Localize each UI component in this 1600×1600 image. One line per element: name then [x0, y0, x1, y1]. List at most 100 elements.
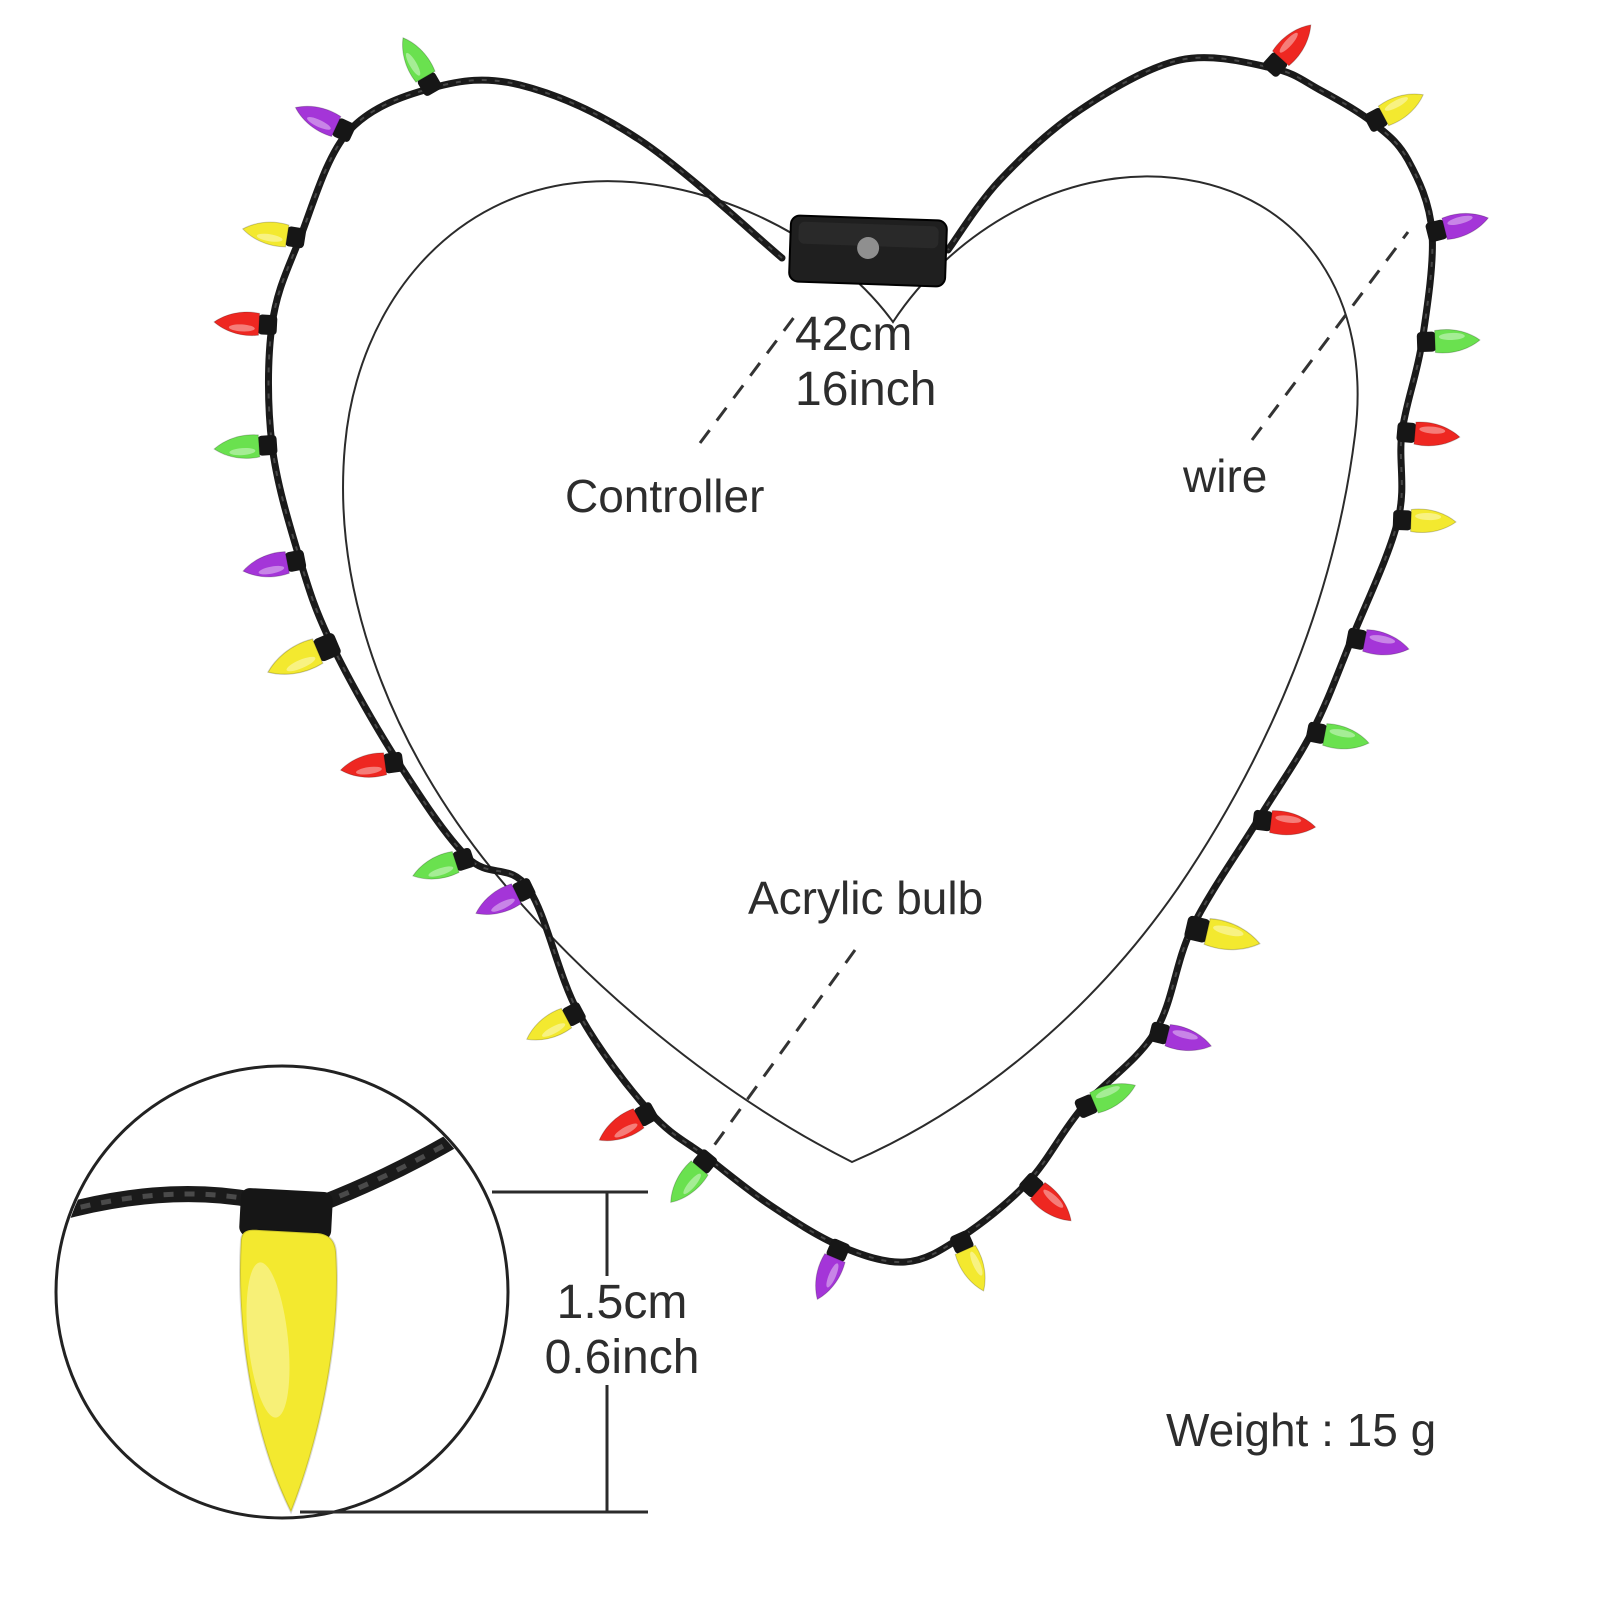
- bulb-socket: [417, 72, 442, 96]
- bulb-highlight: [258, 565, 285, 575]
- bulb-body: [1089, 1083, 1137, 1114]
- bulb-highlight: [1384, 97, 1408, 111]
- bulb-body: [1203, 918, 1261, 951]
- controller-sheen: [798, 221, 939, 249]
- bulb-socket: [1364, 108, 1388, 132]
- bulb-body: [1377, 93, 1424, 127]
- bulb-body: [475, 883, 522, 915]
- led-bulb-yellow: [1184, 915, 1261, 951]
- bulb-socket: [452, 847, 475, 871]
- bulb-highlight: [1329, 729, 1356, 738]
- led-bulb-green: [670, 1149, 718, 1204]
- bulb-body: [526, 1007, 573, 1041]
- bulb-body: [412, 850, 460, 880]
- bulb-body: [598, 1108, 645, 1142]
- bulb-highlight: [286, 656, 316, 672]
- bulb-socket: [285, 549, 307, 572]
- bulb-socket: [285, 226, 306, 249]
- length-cm: 42cm: [795, 308, 913, 361]
- bulb-highlight: [1279, 32, 1298, 53]
- bulb-body: [815, 1253, 846, 1301]
- led-bulb-green: [412, 847, 475, 880]
- bulb-highlight: [1043, 1189, 1064, 1208]
- bulb-highlight: [356, 766, 382, 775]
- bulb-body: [1410, 508, 1457, 533]
- bulb-body: [1413, 421, 1461, 447]
- led-bulb-yellow: [1364, 93, 1424, 132]
- controller-box: [788, 214, 948, 288]
- bulb-highlight: [826, 1263, 839, 1288]
- led-bulb-purple: [242, 549, 307, 578]
- bulb-body: [339, 752, 388, 778]
- bulb-highlight: [229, 447, 256, 456]
- bulb-socket: [1396, 421, 1417, 443]
- led-bulb-red: [1262, 24, 1312, 77]
- led-bulb-green: [213, 434, 278, 459]
- acrylic-bulb-leader-line: [698, 949, 857, 1166]
- bulb-highlight: [1213, 925, 1244, 937]
- bulb-socket: [1392, 509, 1413, 531]
- controller-button: [857, 237, 880, 260]
- bulb-socket: [1252, 809, 1273, 832]
- led-bulb-red: [598, 1102, 658, 1142]
- bulb-body: [402, 37, 436, 83]
- led-bulb-green: [1305, 721, 1370, 750]
- led-bulb-red: [213, 311, 278, 337]
- bulb-highlight: [491, 898, 515, 912]
- bulb-socket: [1345, 627, 1367, 650]
- bulb-body: [213, 311, 261, 337]
- led-bulb-yellow: [267, 633, 341, 675]
- led-bulb-purple: [475, 878, 536, 915]
- bulb-body: [242, 551, 290, 578]
- led-bulb-purple: [294, 105, 356, 142]
- led-bulb-green: [402, 37, 442, 96]
- bulb-body: [1362, 629, 1410, 656]
- bulb-highlight: [405, 52, 421, 76]
- bulb-body: [1029, 1181, 1072, 1222]
- led-bulb-yellow: [241, 221, 306, 249]
- inner-heart-outline: [342, 175, 1359, 1164]
- bulb-highlight: [1447, 215, 1473, 226]
- weight-label: Weight : 15 g: [1166, 1404, 1437, 1456]
- bulb-highlight: [1419, 426, 1446, 434]
- controller-label: Controller: [565, 470, 765, 522]
- bulb-highlight: [970, 1251, 983, 1276]
- acrylic-bulb-label: Acrylic bulb: [748, 872, 984, 924]
- wire-label: wire: [1183, 450, 1268, 502]
- led-bulb-red: [1252, 809, 1317, 836]
- bulb-socket: [313, 633, 341, 662]
- bulb-size-cm: 1.5cm: [556, 1276, 688, 1329]
- bulb-highlight: [542, 1023, 566, 1037]
- bulb-body: [294, 105, 342, 138]
- bulb-socket: [332, 118, 356, 142]
- bulb-highlight: [683, 1173, 701, 1195]
- bulb-socket: [512, 878, 536, 902]
- bulb-body: [1271, 24, 1312, 67]
- bulb-highlight: [307, 117, 331, 130]
- bulb-body: [1441, 212, 1490, 241]
- magnified-bulb-socket: [239, 1188, 333, 1240]
- bulb-highlight: [1095, 1086, 1120, 1099]
- bulb-body: [1322, 723, 1370, 750]
- bulb-highlight: [614, 1123, 638, 1138]
- bulb-size-inch: 0.6inch: [544, 1330, 700, 1384]
- bulb-socket: [1416, 331, 1437, 353]
- led-bulb-yellow: [1392, 508, 1457, 533]
- bulb-highlight: [428, 866, 454, 877]
- bulb-body: [1434, 329, 1481, 354]
- bulb-size-label: 1.5cm 0.6inch: [528, 1276, 716, 1386]
- led-bulb-green: [1416, 329, 1481, 354]
- led-bulb-purple: [1148, 1021, 1213, 1052]
- bulb-body: [954, 1244, 986, 1292]
- bulb-socket: [257, 434, 278, 456]
- bulb-body: [1269, 810, 1317, 836]
- bulb-socket: [1148, 1021, 1171, 1045]
- wire-leader-line: [1250, 231, 1410, 441]
- bulb-highlight: [1172, 1030, 1198, 1040]
- bulb-socket: [257, 314, 278, 336]
- bulb-highlight: [1438, 332, 1465, 340]
- bulb-socket: [826, 1238, 850, 1262]
- led-bulb-yellow: [950, 1230, 986, 1292]
